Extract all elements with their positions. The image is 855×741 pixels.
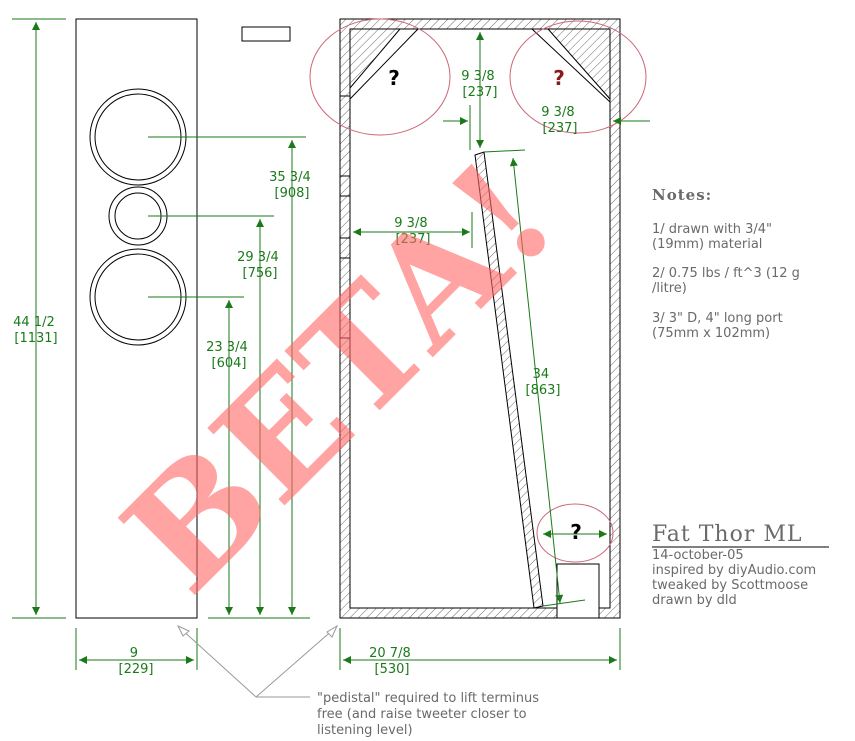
top-gap-dim-label: 9 3/8 [237] — [461, 69, 498, 100]
title-credits: 14-october-05 inspired by diyAudio.com t… — [652, 548, 820, 608]
left-gap-dim-label: 9 3/8 [237] — [394, 216, 431, 247]
side-dimension-lines — [339, 32, 650, 670]
note-1: 1/ drawn with 3/4" (19mm) material — [652, 222, 776, 252]
width-dim-label: 9 [229] — [119, 646, 154, 677]
baffle-cutouts — [340, 95, 350, 339]
panel-length-dim-label: 34 [863] — [526, 367, 561, 398]
depth-dim-label: 20 7/8 [530] — [369, 646, 415, 677]
top-view-outline — [241, 26, 291, 42]
top-right-corner-brace-edge — [530, 28, 611, 104]
front-dimension-lines — [12, 18, 310, 670]
woofer-bottom-dim-label: 23 3/4 [604] — [206, 340, 252, 371]
notes: Notes: 1/ drawn with 3/4" (19mm) materia… — [652, 186, 804, 341]
port — [556, 563, 600, 619]
title-block: Fat Thor ML 14-october-05 inspired by di… — [652, 522, 829, 608]
height-dim-label: 44 1/2 [1131] — [13, 315, 59, 346]
question-mark-top-right: ? — [553, 66, 565, 90]
front-view: 44 1/2 [1131] 35 3/4 [908] 29 3/4 [756] … — [12, 18, 315, 677]
cabinet-wall — [339, 18, 621, 619]
drawing-title: Fat Thor ML — [652, 522, 802, 547]
top-left-corner-brace-edge — [349, 28, 420, 101]
question-mark-port: ? — [570, 520, 582, 544]
callout-leader-lines — [176, 624, 339, 698]
note-3: 3/ 3" D, 4" long port (75mm x 102mm) — [652, 311, 787, 341]
note-2: 2/ 0.75 lbs / ft^3 (12 g /litre) — [652, 266, 804, 296]
question-mark-top-left: ? — [388, 66, 400, 90]
front-baffle — [75, 18, 198, 619]
tweeter-dim-label: 29 3/4 [756] — [237, 250, 283, 281]
right-gap-dim-label: 9 3/8 [237] — [541, 105, 578, 136]
pedistal-callout: "pedistal" required to lift terminus fre… — [317, 691, 543, 738]
side-view: ? ? ? 9 3/8 [237] 9 3/8 [237] 9 3/ — [309, 18, 650, 677]
uncertainty-circles — [309, 18, 647, 563]
notes-heading: Notes: — [652, 186, 712, 204]
woofer-top-dim-label: 35 3/4 [908] — [269, 170, 315, 201]
